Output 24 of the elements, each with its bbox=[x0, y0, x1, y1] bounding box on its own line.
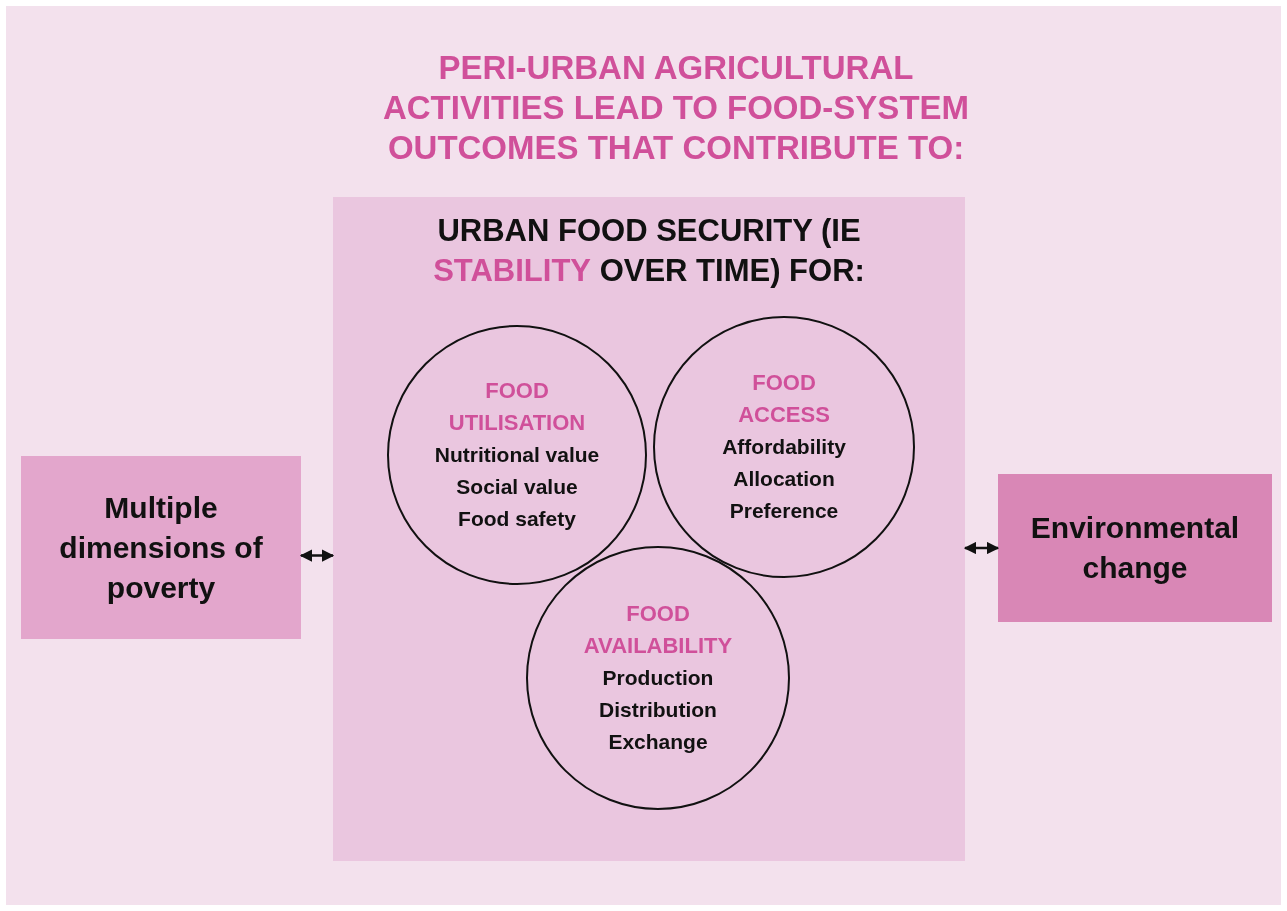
panel-heading: URBAN FOOD SECURITY (IE STABILITY OVER TIME) FOR: bbox=[432, 212, 866, 290]
circle-heading: FOOD ACCESS bbox=[737, 369, 831, 429]
circle-item: Allocation bbox=[733, 466, 835, 492]
circle-item: Affordability bbox=[722, 434, 846, 460]
circle-item: Food safety bbox=[458, 506, 576, 532]
dimension-circle bbox=[526, 546, 790, 810]
circle-heading: FOOD AVAILABILITY bbox=[583, 600, 733, 660]
factor-box bbox=[998, 474, 1272, 622]
circle-item: Nutritional value bbox=[434, 442, 600, 468]
circle-item: Distribution bbox=[599, 697, 717, 723]
circle-item: Exchange bbox=[608, 729, 708, 755]
dimension-circle bbox=[387, 325, 647, 585]
circle-item: Production bbox=[602, 665, 714, 691]
circle-item: Social value bbox=[456, 474, 578, 500]
dimension-circle bbox=[653, 316, 915, 578]
food-security-panel bbox=[333, 197, 965, 861]
factor-label: Multiple dimensions of poverty bbox=[58, 489, 264, 606]
factor-label: Environmental change bbox=[1029, 510, 1241, 586]
circle-heading: FOOD UTILISATION bbox=[447, 377, 587, 437]
double-arrow bbox=[963, 541, 1000, 555]
double-arrow bbox=[299, 549, 335, 562]
title: PERI-URBAN AGRICULTURAL ACTIVITIES LEAD TO FOOD-SYSTEM OUTCOMES THAT CONTRIBUTE TO: bbox=[381, 48, 971, 168]
factor-box bbox=[21, 456, 301, 639]
circle-item: Preference bbox=[729, 498, 839, 524]
